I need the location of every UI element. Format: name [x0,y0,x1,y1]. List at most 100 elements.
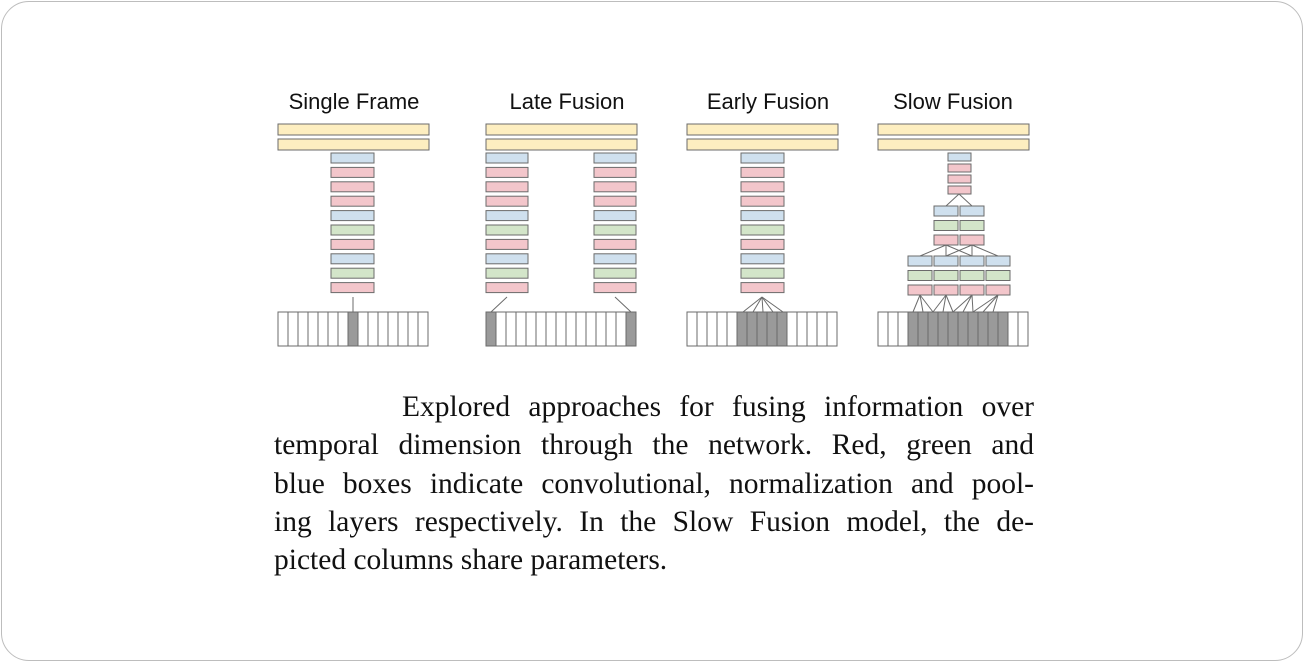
conv-layer [933,234,959,246]
conv-layer [947,185,972,195]
frame-cell [686,311,698,347]
norm-layer [933,270,959,281]
connection-line [952,294,973,313]
conv-layer [740,282,785,294]
conv-layer [593,195,637,207]
frame-cell [287,311,299,347]
frame-cell [555,311,567,347]
frame-cell [816,311,828,347]
frame-cell [535,311,547,347]
conv-layer [933,284,959,296]
connection-line [490,296,508,313]
caption-line: blue boxes indicate convolutional, norma… [274,467,1034,500]
frame-cell [495,311,507,347]
frame-cell [387,311,399,347]
connection-line [761,296,784,313]
conv-layer [330,181,375,193]
connection-line [919,244,947,257]
frame-cell-active [736,311,748,347]
pool-layer [330,152,375,164]
frame-cell [1007,311,1019,347]
frame-cell-active [485,311,497,347]
pool-layer [933,205,959,217]
conv-layer [740,195,785,207]
connection-line [919,294,934,313]
frame-cell [806,311,818,347]
frame-cell [786,311,798,347]
norm-layer [959,270,985,281]
pool-layer [593,253,637,265]
pool-layer [740,152,785,164]
norm-layer [593,224,637,236]
frame-cell [565,311,577,347]
connection-line [972,294,999,313]
frame-cell [877,311,889,347]
title-late-fusion: Late Fusion [510,89,625,114]
pool-layer [330,210,375,222]
pool-layer [740,253,785,265]
conv-layer [907,284,933,296]
fc-layer [686,123,839,136]
title-single-frame: Single Frame [289,89,420,114]
frame-cell-active [977,311,989,347]
frame-cell-active [917,311,929,347]
norm-layer [330,267,375,279]
frame-cell [277,311,289,347]
conv-layer [959,234,985,246]
conv-layer [593,282,637,294]
connection-line [614,296,632,313]
frame-cell [417,311,429,347]
caption-line: Explored approaches for fusing informati… [402,391,1034,423]
frame-cell-active [947,311,959,347]
conv-layer [947,174,972,184]
frame-cell-active [625,311,637,347]
conv-layer [593,181,637,193]
pool-layer [907,255,933,267]
frame-cell [595,311,607,347]
frame-cell [897,311,909,347]
conv-layer [947,163,972,173]
pool-layer [959,255,985,267]
frame-cell-active [987,311,999,347]
norm-layer [740,267,785,279]
frame-cell [407,311,419,347]
frame-cell [307,311,319,347]
conv-layer [985,284,1011,296]
frame-cell [605,311,617,347]
caption-line: temporal dimension through the network. … [274,429,1034,462]
conv-layer [959,284,985,296]
pool-layer [485,210,529,222]
fc-layer [686,138,839,151]
frame-cell [357,311,369,347]
conv-layer [593,166,637,178]
conv-layer [485,238,529,250]
frame-cell-active [937,311,949,347]
pool-layer [485,152,529,164]
conv-layer [485,166,529,178]
fc-layer [877,138,1030,151]
norm-layer [985,270,1011,281]
connection-line [971,244,999,257]
frame-cell [696,311,708,347]
frame-cell [826,311,838,347]
conv-layer [740,166,785,178]
connection-line [742,296,763,313]
pool-layer [933,255,959,267]
conv-layer [330,282,375,294]
frame-cell-active [347,311,359,347]
connection-line [912,294,921,313]
conv-layer [740,181,785,193]
conv-layer [740,238,785,250]
frame-cell-active [997,311,1009,347]
conv-layer [485,282,529,294]
frame-cell-active [746,311,758,347]
frame-cell [367,311,379,347]
connection-line [919,294,924,313]
frame-cell [726,311,738,347]
figure-caption: Explored approaches for fusing informati… [274,388,1034,579]
frame-cell-active [967,311,979,347]
pool-layer [593,152,637,164]
frame-cell [706,311,718,347]
pool-layer [485,253,529,265]
